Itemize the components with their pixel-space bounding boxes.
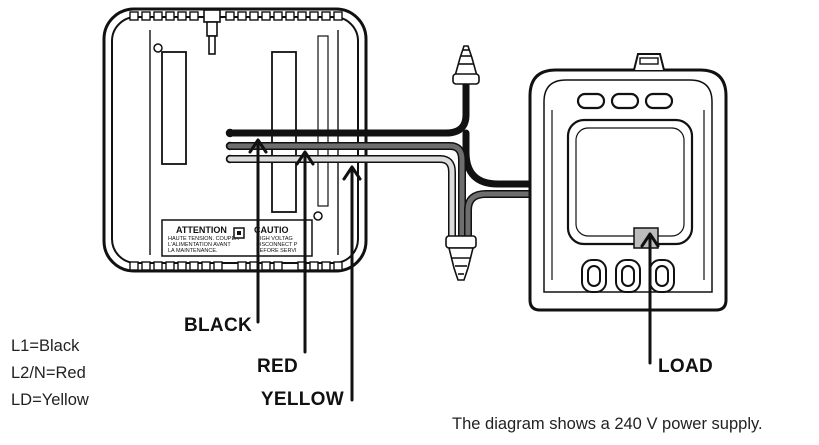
attention-line: LA MAINTENANCE.	[168, 248, 218, 254]
black-callout-arrow	[248, 138, 268, 324]
mounting-hole	[153, 43, 163, 53]
load-callout-label: LOAD	[658, 356, 713, 377]
attention-line: HAUTE TENSION. COUPER	[168, 236, 239, 242]
yellow-callout-label: YELLOW	[261, 389, 344, 410]
top-latch	[203, 9, 221, 55]
bottom-vent-teeth	[129, 261, 343, 271]
wire-slot-left	[161, 51, 187, 165]
yellow-callout-arrow	[342, 165, 362, 402]
warning-label-plate: ATTENTION HAUTE TENSION. COUPER L'ALIMEN…	[161, 219, 313, 257]
thermostat-backplate: ATTENTION HAUTE TENSION. COUPER L'ALIMEN…	[102, 7, 368, 273]
black-callout-label: BLACK	[184, 315, 252, 336]
wire-nut-bottom	[445, 235, 477, 281]
red-callout-label: RED	[257, 356, 298, 377]
red-callout-arrow	[295, 150, 315, 354]
attention-line: L'ALIMENTATION AVANT	[168, 242, 231, 248]
legend-item-l2: L2/N=Red	[11, 364, 86, 382]
top-vent-teeth	[129, 11, 343, 21]
mounting-hole	[313, 211, 323, 221]
legend-item-ld: LD=Yellow	[11, 391, 89, 409]
caution-line: BEFORE SERVI	[256, 248, 297, 254]
yellow-wire	[226, 155, 456, 242]
wire-nut-top	[452, 45, 480, 85]
caution-line: DISCONNECT P	[256, 242, 298, 248]
wire-legend: L1=Black L2/N=Red LD=Yellow	[11, 333, 89, 414]
red-wire	[226, 142, 466, 242]
supply-note: The diagram shows a 240 V power supply.	[452, 415, 763, 433]
legend-item-l1: L1=Black	[11, 337, 80, 355]
caution-title: CAUTIO	[254, 225, 289, 235]
bottom-knobs	[581, 259, 675, 293]
callout-arrows	[248, 138, 660, 402]
attention-title: ATTENTION	[176, 225, 227, 235]
caution-line: HIGH VOLTAG	[256, 236, 293, 242]
load-device	[528, 53, 728, 312]
load-callout-arrow	[640, 232, 660, 365]
